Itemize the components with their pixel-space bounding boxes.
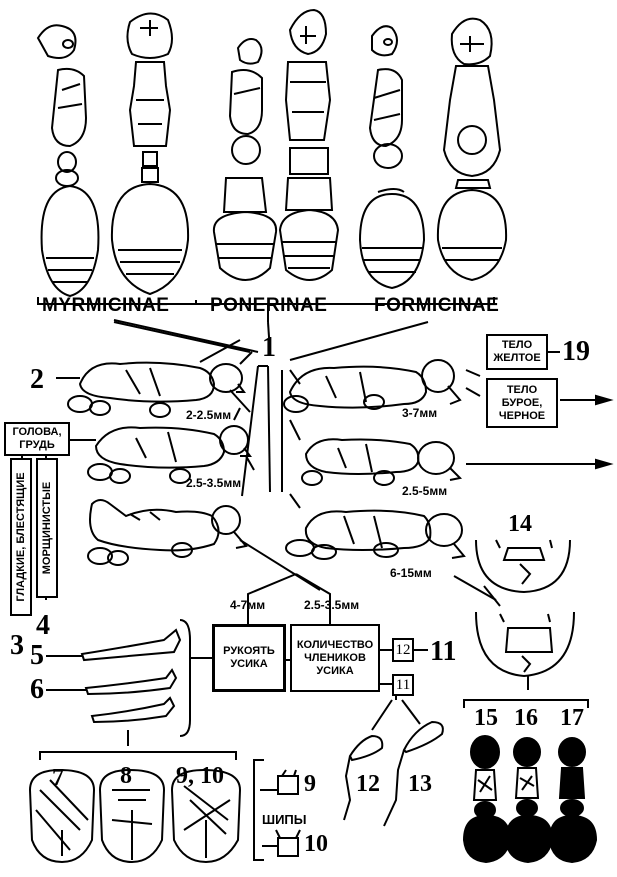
box-antenna-scape: РУКОЯТЬ УСИКА [212, 624, 286, 692]
label-17: 17 [560, 705, 584, 731]
label-3: 3 [10, 630, 24, 661]
label-10-spines: 10 [304, 831, 328, 857]
size-4-7: 4-7мм [230, 598, 266, 612]
box-smooth-shiny-text: ГЛАДКИЕ, БЛЕСТЯЩИЕ [15, 472, 27, 602]
box-segments-12: 12 [392, 638, 414, 662]
ant-15 [462, 735, 512, 864]
label-16: 16 [514, 705, 538, 731]
ant-16 [504, 737, 554, 864]
label-13: 13 [408, 771, 432, 797]
box-smooth-shiny: ГЛАДКИЕ, БЛЕСТЯЩИЕ [10, 458, 32, 616]
subfamily-formicinae: FORMICINAE [374, 295, 500, 316]
label-14: 14 [508, 511, 532, 537]
ant-ponerinae-side [212, 38, 278, 281]
ant-side-view-6 [285, 509, 466, 560]
box-wrinkled-text: МОРЩИНИСТЫЕ [41, 481, 53, 575]
subfamily-ponerinae: PONERINAE [210, 295, 328, 316]
spines-label: ШИПЫ [262, 812, 307, 827]
subfamily-bracket [37, 297, 495, 361]
size-2.5-3.5-upper: 2.5-3.5мм [186, 476, 242, 490]
ant-formicinae-side [358, 25, 426, 290]
size-3-7: 3-7мм [402, 406, 438, 420]
label-2: 2 [30, 364, 44, 395]
spines-10 [262, 829, 301, 857]
size-2.5-5: 2.5-5мм [402, 484, 448, 498]
label-4: 4 [36, 610, 50, 641]
antenna-scape-extra [90, 696, 176, 724]
box-body-yellow: ТЕЛО ЖЕЛТОЕ [486, 334, 548, 370]
label-15: 15 [474, 705, 498, 731]
head-7 [28, 768, 96, 864]
ant-myrmicinae-top [110, 12, 190, 296]
subfamily-myrmicinae: MYRMICINAE [42, 295, 170, 316]
label-11: 11 [430, 636, 457, 667]
head-8 [98, 768, 166, 864]
antenna-bracket [39, 619, 237, 760]
head-thorax-connectors [21, 439, 96, 610]
bottom-bracket [463, 699, 589, 708]
spines-bracket [253, 759, 264, 861]
antenna-13 [383, 699, 444, 827]
size-connectors [247, 573, 331, 624]
box-antenna-segments: КОЛИЧЕСТВО ЧЛЕНИКОВ УСИКА [290, 624, 380, 692]
size-6-15: 6-15мм [390, 566, 432, 580]
label-12: 12 [356, 771, 380, 797]
box-segments-11: 11 [392, 674, 414, 696]
ant-side-view-4 [283, 359, 462, 413]
label-7: 7 [52, 765, 64, 791]
ant-formicinae-top [436, 17, 508, 282]
size-2.5-3.5-lower: 2.5-3.5мм [304, 598, 360, 612]
ant-side-view-2 [87, 407, 255, 484]
spines-9 [260, 769, 299, 795]
box-body-brown-black: ТЕЛО БУРОЕ, ЧЕРНОЕ [486, 378, 558, 428]
ant-side-view-1 [67, 339, 251, 418]
label-8: 8 [120, 763, 132, 789]
antenna-box-connectors [284, 649, 428, 700]
label-19: 19 [562, 336, 590, 367]
antenna-12 [343, 699, 393, 821]
ant-ponerinae-top [278, 8, 340, 281]
head-9-10 [170, 768, 242, 864]
ant-17 [548, 737, 598, 864]
label-6: 6 [30, 674, 44, 705]
label-5: 5 [30, 640, 44, 671]
middle-connectors [56, 351, 614, 690]
box-wrinkled: МОРЩИНИСТЫЕ [36, 458, 58, 598]
head-14-lower [475, 585, 575, 678]
label-9-10: 9, 10 [176, 763, 224, 789]
head-14-upper [475, 539, 571, 594]
antenna-scape-6 [46, 668, 178, 696]
label-1: 1 [262, 332, 276, 363]
ant-myrmicinae-side [36, 24, 100, 298]
size-2-2.5: 2-2.5мм [186, 408, 232, 422]
label-9-spines: 9 [304, 771, 316, 797]
box-head-thorax: ГОЛОВА, ГРУДЬ [4, 422, 70, 456]
antenna-scape-5 [46, 628, 182, 662]
ant-side-view-3 [87, 499, 248, 566]
ant-side-view-5 [301, 438, 463, 486]
